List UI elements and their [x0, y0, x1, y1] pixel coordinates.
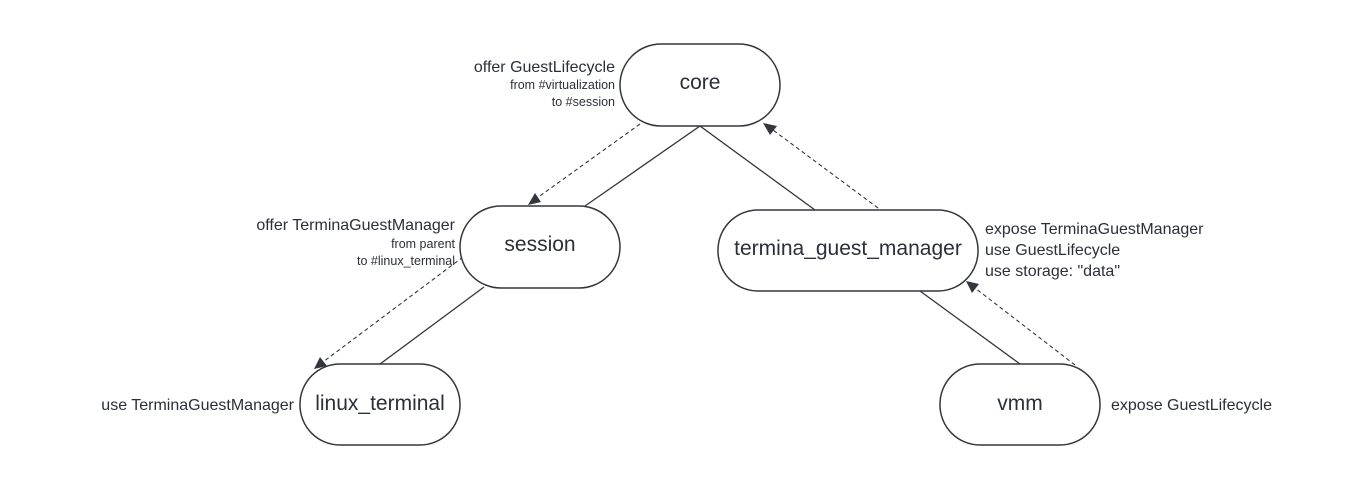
node-vmm: vmm: [939, 363, 1101, 446]
annotation-session: offer TerminaGuestManager from parent to…: [256, 217, 455, 268]
annotation-session-line3: to #linux_terminal: [357, 254, 455, 268]
node-vmm-label: vmm: [997, 392, 1043, 415]
node-linux-terminal-label: linux_terminal: [315, 392, 445, 415]
edge-session-linux-terminal: [379, 286, 485, 365]
node-termina-guest-manager: termina_guest_manager: [717, 209, 979, 292]
route-termina-guest-manager-to-core: [772, 129, 879, 209]
node-termina-guest-manager-box: [717, 209, 979, 292]
route-vmm-to-termina-guest-manager: [974, 287, 1076, 366]
annotation-core-line1: offer GuestLifecycle: [474, 59, 615, 76]
annotation-linux-terminal: use TerminaGuestManager: [101, 397, 294, 414]
route-session-to-linux-terminal: [322, 256, 464, 363]
annotation-core-line3: to #session: [552, 95, 615, 109]
node-termina-guest-manager-label: termina_guest_manager: [734, 237, 962, 260]
node-vmm-box: [939, 363, 1101, 446]
route-termina-guest-manager-to-core-arrowhead: [763, 123, 777, 135]
node-linux-terminal-box: [299, 363, 461, 446]
edge-core-termina-guest-manager: [699, 125, 816, 211]
annotation-vmm-line1: expose GuestLifecycle: [1111, 397, 1272, 414]
annotation-termina-guest-manager: expose TerminaGuestManager use GuestLife…: [985, 221, 1204, 280]
route-core-to-session-arrowhead: [528, 193, 541, 205]
edge-core-session: [584, 125, 701, 207]
edge-termina-guest-manager-vmm: [919, 290, 1021, 365]
solid-edges: [379, 125, 1021, 365]
annotation-termina-guest-manager-line1: expose TerminaGuestManager: [985, 221, 1204, 238]
node-session: session: [459, 205, 621, 289]
node-core-label: core: [680, 71, 721, 94]
annotation-session-line2: from parent: [391, 237, 455, 251]
annotation-termina-guest-manager-line2: use GuestLifecycle: [985, 242, 1120, 259]
node-session-box: [459, 205, 621, 289]
route-core-to-session: [536, 123, 641, 199]
annotation-termina-guest-manager-line3: use storage: "data": [985, 263, 1120, 280]
dashed-edges: [314, 123, 1076, 369]
route-session-to-linux-terminal-arrowhead: [314, 357, 327, 369]
node-linux-terminal: linux_terminal: [299, 363, 461, 446]
annotation-core-line2: from #virtualization: [510, 78, 615, 92]
node-session-label: session: [504, 233, 575, 256]
annotation-linux-terminal-line1: use TerminaGuestManager: [101, 397, 294, 414]
route-vmm-to-termina-guest-manager-arrowhead: [966, 281, 979, 293]
annotation-session-line1: offer TerminaGuestManager: [256, 217, 455, 234]
annotation-core: offer GuestLifecycle from #virtualizatio…: [474, 59, 615, 109]
annotation-vmm: expose GuestLifecycle: [1111, 397, 1272, 414]
node-core: core: [619, 43, 781, 127]
node-core-box: [619, 43, 781, 127]
